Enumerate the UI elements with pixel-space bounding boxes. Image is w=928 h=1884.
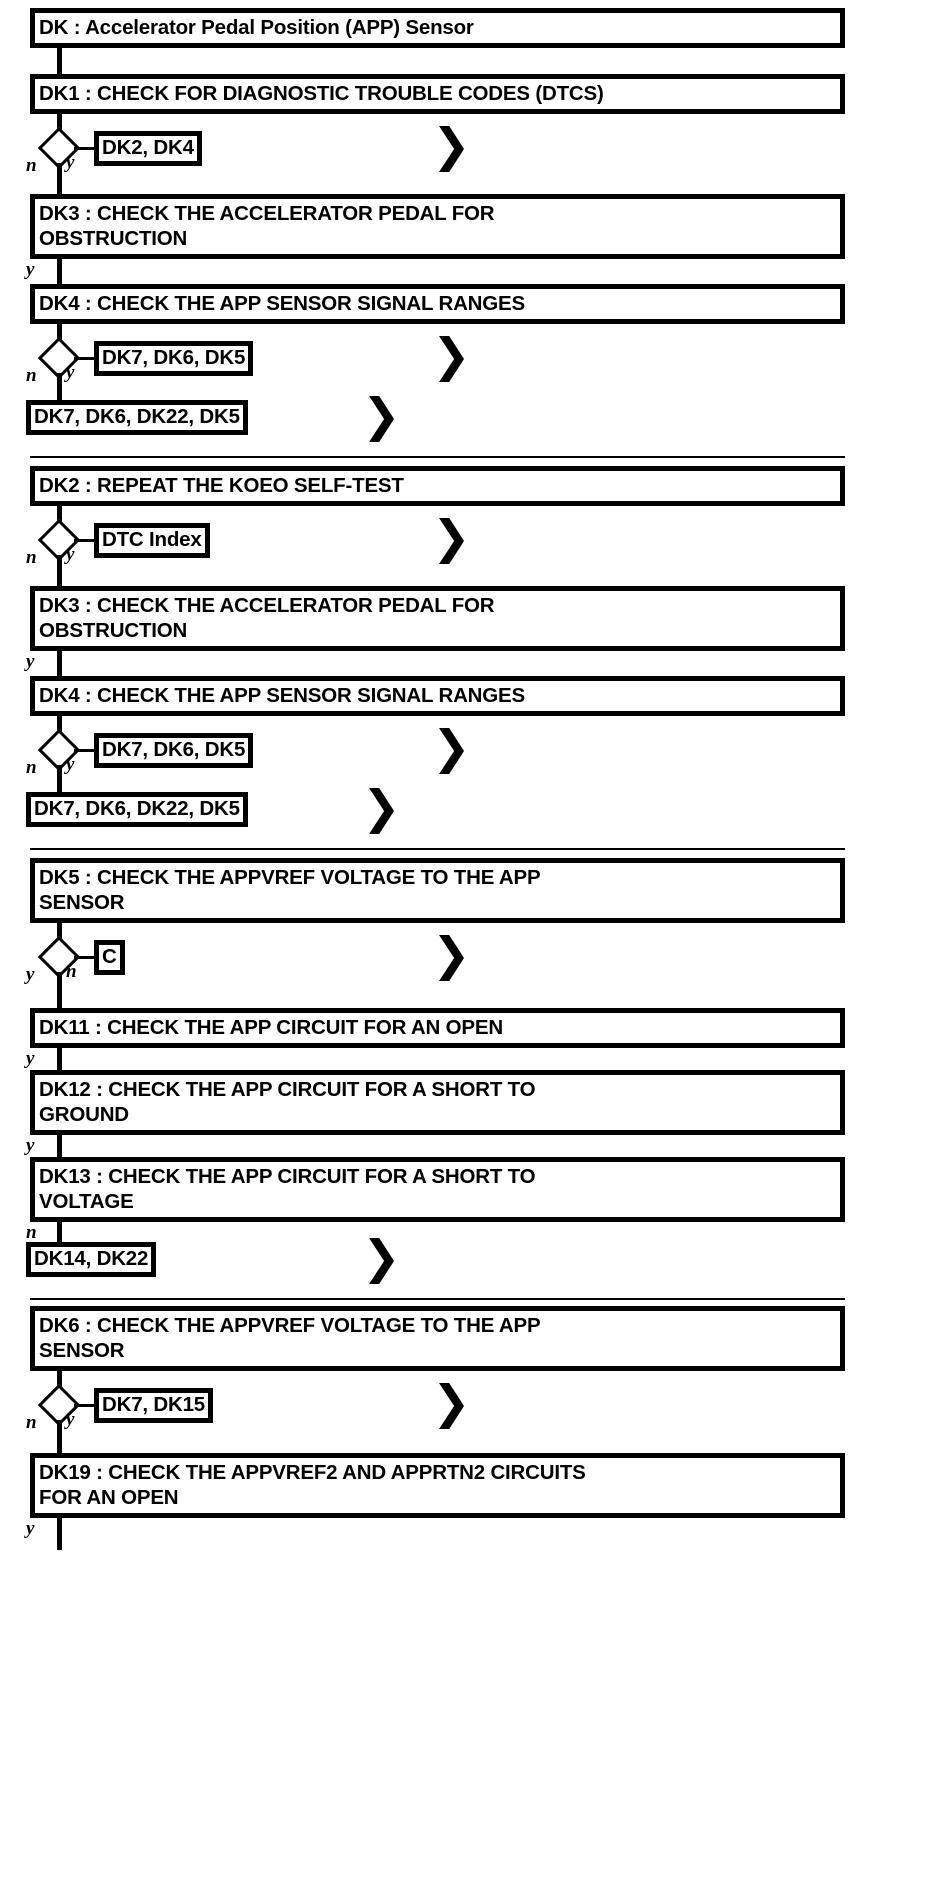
edge-label-yes: y bbox=[66, 544, 75, 565]
connector-line bbox=[57, 651, 62, 676]
group-separator bbox=[30, 456, 845, 458]
ref-box-dk7-dk6-dk5-a[interactable]: DK7, DK6, DK5 bbox=[94, 341, 254, 376]
ref-box-c[interactable]: C bbox=[94, 940, 125, 975]
ref-box-dk2-dk4[interactable]: DK2, DK4 bbox=[94, 131, 202, 166]
connector-line bbox=[57, 1135, 62, 1157]
flow-node-dk12[interactable]: DK12 : CHECK THE APP CIRCUIT FOR A SHORT… bbox=[30, 1070, 845, 1135]
group-separator bbox=[30, 848, 845, 850]
connector-line bbox=[74, 357, 96, 360]
connector-line bbox=[57, 259, 62, 284]
edge-label-yes: y bbox=[66, 152, 75, 173]
ref-box-dtc-index[interactable]: DTC Index bbox=[94, 523, 210, 558]
edge-label-no: n bbox=[26, 1412, 37, 1433]
edge-label-yes: y bbox=[26, 1048, 35, 1069]
ref-box-dk7-dk15[interactable]: DK7, DK15 bbox=[94, 1388, 214, 1423]
goto-chevron-icon: ❯ bbox=[362, 781, 401, 833]
group-separator bbox=[30, 1298, 845, 1300]
connector-line bbox=[57, 1518, 62, 1550]
edge-label-no: n bbox=[26, 155, 37, 176]
edge-label-no: n bbox=[26, 757, 37, 778]
connector-line bbox=[57, 555, 62, 586]
connector-line bbox=[57, 1420, 62, 1453]
connector-line bbox=[74, 749, 96, 752]
terminal-box-dk14-dk22[interactable]: DK14, DK22 bbox=[26, 1242, 157, 1277]
edge-label-yes: y bbox=[26, 1518, 35, 1539]
connector-line bbox=[57, 765, 62, 795]
edge-label-yes: y bbox=[26, 259, 35, 280]
connector-line bbox=[57, 1048, 62, 1070]
goto-chevron-icon: ❯ bbox=[432, 119, 471, 171]
edge-label-no: n bbox=[26, 1222, 37, 1243]
edge-label-yes: y bbox=[26, 964, 35, 985]
terminal-box-dk7-dk6-dk22-dk5-a[interactable]: DK7, DK6, DK22, DK5 bbox=[26, 400, 248, 435]
ref-box-dk7-dk6-dk5-b[interactable]: DK7, DK6, DK5 bbox=[94, 733, 254, 768]
goto-chevron-icon: ❯ bbox=[432, 1376, 471, 1428]
connector-line bbox=[57, 972, 62, 1008]
flow-node-dk4-b[interactable]: DK4 : CHECK THE APP SENSOR SIGNAL RANGES bbox=[30, 676, 845, 716]
connector-line bbox=[57, 506, 62, 528]
connector-line bbox=[74, 147, 96, 150]
edge-label-no: n bbox=[26, 365, 37, 386]
connector-line bbox=[57, 373, 62, 403]
goto-chevron-icon: ❯ bbox=[362, 1231, 401, 1283]
goto-chevron-icon: ❯ bbox=[432, 721, 471, 773]
edge-label-yes: y bbox=[66, 1409, 75, 1430]
connector-line bbox=[57, 1371, 62, 1393]
edge-label-no: n bbox=[26, 547, 37, 568]
edge-label-yes: y bbox=[66, 754, 75, 775]
flow-node-dk13[interactable]: DK13 : CHECK THE APP CIRCUIT FOR A SHORT… bbox=[30, 1157, 845, 1222]
connector-line bbox=[57, 923, 62, 945]
goto-chevron-icon: ❯ bbox=[432, 329, 471, 381]
edge-label-no: n bbox=[66, 961, 77, 982]
flow-node-dk6[interactable]: DK6 : CHECK THE APPVREF VOLTAGE TO THE A… bbox=[30, 1306, 845, 1371]
flow-node-dk11[interactable]: DK11 : CHECK THE APP CIRCUIT FOR AN OPEN bbox=[30, 1008, 845, 1048]
flow-node-dk2[interactable]: DK2 : REPEAT THE KOEO SELF-TEST bbox=[30, 466, 845, 506]
edge-label-yes: y bbox=[66, 362, 75, 383]
connector-line bbox=[57, 114, 62, 136]
flow-node-dk4-a[interactable]: DK4 : CHECK THE APP SENSOR SIGNAL RANGES bbox=[30, 284, 845, 324]
connector-line bbox=[57, 1222, 62, 1244]
connector-line bbox=[74, 956, 96, 959]
flow-node-dk3-b[interactable]: DK3 : CHECK THE ACCELERATOR PEDAL FOR OB… bbox=[30, 586, 845, 651]
flow-node-dk5[interactable]: DK5 : CHECK THE APPVREF VOLTAGE TO THE A… bbox=[30, 858, 845, 923]
connector-line bbox=[57, 48, 62, 74]
flow-node-dk1[interactable]: DK1 : CHECK FOR DIAGNOSTIC TROUBLE CODES… bbox=[30, 74, 845, 114]
terminal-box-dk7-dk6-dk22-dk5-b[interactable]: DK7, DK6, DK22, DK5 bbox=[26, 792, 248, 827]
flow-node-dk3-a[interactable]: DK3 : CHECK THE ACCELERATOR PEDAL FOR OB… bbox=[30, 194, 845, 259]
flow-node-dk19[interactable]: DK19 : CHECK THE APPVREF2 AND APPRTN2 CI… bbox=[30, 1453, 845, 1518]
flow-node-title[interactable]: DK : Accelerator Pedal Position (APP) Se… bbox=[30, 8, 845, 48]
goto-chevron-icon: ❯ bbox=[432, 928, 471, 980]
connector-line bbox=[57, 324, 62, 346]
connector-line bbox=[74, 539, 96, 542]
goto-chevron-icon: ❯ bbox=[432, 511, 471, 563]
connector-line bbox=[57, 716, 62, 738]
goto-chevron-icon: ❯ bbox=[362, 389, 401, 441]
edge-label-yes: y bbox=[26, 1135, 35, 1156]
edge-label-yes: y bbox=[26, 651, 35, 672]
connector-line bbox=[74, 1404, 96, 1407]
connector-line bbox=[57, 163, 62, 194]
